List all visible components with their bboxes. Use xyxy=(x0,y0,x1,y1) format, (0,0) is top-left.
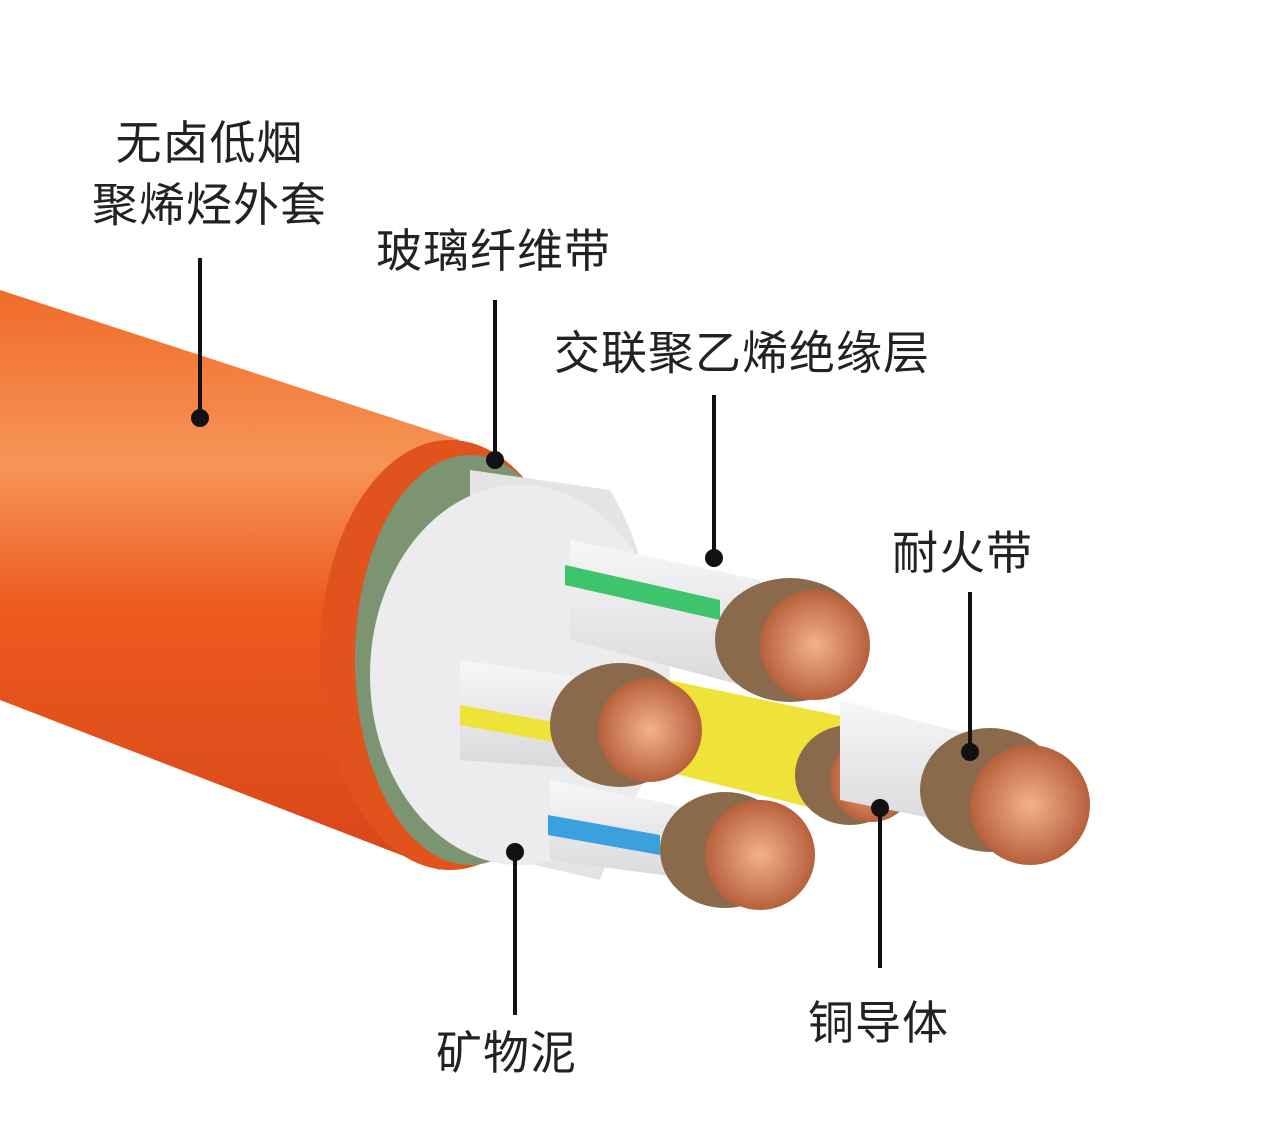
label-mineral-compound: 矿物泥 xyxy=(436,1026,577,1080)
core-blue xyxy=(548,780,815,910)
label-copper-conductor: 铜导体 xyxy=(808,996,949,1050)
label-fire-resistant-tape: 耐火带 xyxy=(892,526,1033,580)
core-yellow xyxy=(460,660,702,787)
label-xlpe-insulation: 交联聚乙烯绝缘层 xyxy=(554,326,930,380)
core-grey xyxy=(840,700,1090,865)
label-glass-fiber-tape: 玻璃纤维带 xyxy=(376,224,611,278)
leader-lines xyxy=(191,258,979,1015)
label-outer-sheath: 无卤低烟 聚烯烃外套 xyxy=(92,116,327,233)
core-green xyxy=(565,540,870,702)
